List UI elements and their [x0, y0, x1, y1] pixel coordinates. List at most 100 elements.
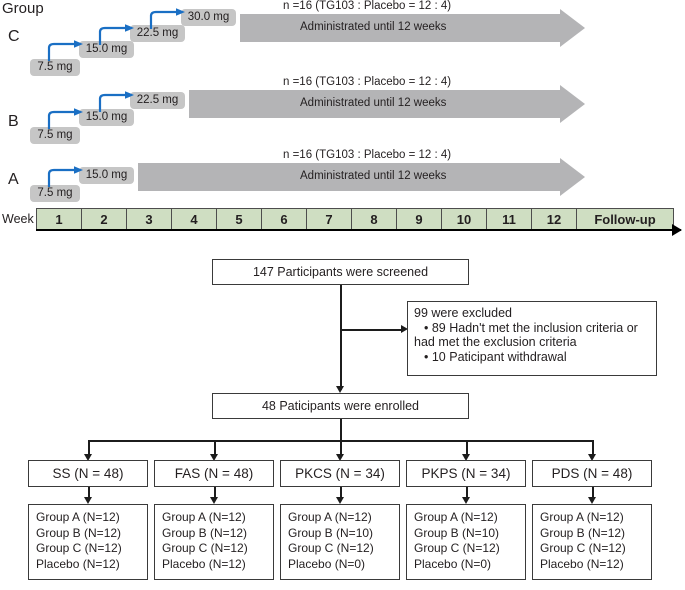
dose-chip-b-1: 7.5 mg — [30, 127, 80, 144]
detail-row: Placebo (N=0) — [288, 556, 366, 571]
arrowhead-pop-5 — [588, 454, 596, 461]
connector-detail-2 — [214, 487, 216, 499]
detail-box-pkps: Group A (N=12) Group B (N=10) Group C (N… — [406, 504, 526, 580]
maintenance-arrow-a — [138, 158, 585, 196]
connector-screened-to-enrolled — [340, 285, 342, 390]
connector-drop-4 — [466, 440, 468, 457]
detail-row: Placebo (N=12) — [36, 556, 120, 571]
connector-detail-3 — [340, 487, 342, 499]
detail-row: Group C (N=12) — [36, 541, 122, 555]
detail-box-pds: Group A (N=12) Group B (N=12) Group C (N… — [532, 504, 652, 580]
connector-drop-2 — [214, 440, 216, 457]
arrowhead-excluded — [401, 325, 408, 333]
detail-row: Group B (N=10) — [414, 525, 500, 540]
dose-chip-c-1: 7.5 mg — [30, 59, 80, 76]
connector-detail-5 — [592, 487, 594, 499]
excluded-reason-1-cont: had met the exclusion criteria — [414, 335, 577, 349]
excluded-reason-2: • 10 Paticipant withdrawal — [424, 349, 567, 364]
detail-row: Group A (N=12) — [162, 510, 246, 524]
arm-c-maintenance-text: Administrated until 12 weeks — [300, 21, 447, 33]
detail-row: Group A (N=12) — [414, 510, 498, 524]
connector-detail-1 — [88, 487, 90, 499]
escalation-arrow-c-2 — [98, 24, 134, 45]
detail-row: Group B (N=12) — [540, 525, 626, 540]
detail-row: Group B (N=12) — [36, 525, 122, 540]
dose-chip-a-2: 15.0 mg — [79, 167, 134, 184]
screened-box: 147 Participants were screened — [212, 259, 469, 285]
week-cell-11: 11 — [486, 208, 531, 230]
arm-b-n-text: n =16 (TG103 : Placebo = 12 : 4) — [283, 76, 452, 88]
maintenance-arrow-b — [189, 85, 585, 123]
excluded-reason-1: • 89 Hadn't met the inclusion criteria o… — [424, 320, 638, 335]
arm-letter-a: A — [8, 171, 19, 188]
week-cell-follow-up: Follow-up — [576, 208, 674, 230]
week-cell-4: 4 — [171, 208, 216, 230]
connector-enrolled-down — [340, 419, 342, 441]
group-header-label: Group — [2, 0, 44, 17]
detail-row: Placebo (N=12) — [162, 556, 246, 571]
connector-detail-4 — [466, 487, 468, 499]
week-cell-6: 6 — [261, 208, 306, 230]
week-cell-5: 5 — [216, 208, 261, 230]
dose-chip-a-1: 7.5 mg — [30, 185, 80, 202]
detail-row: Group C (N=12) — [540, 541, 626, 555]
arm-a-maintenance-text: Administrated until 12 weeks — [300, 170, 447, 182]
escalation-arrow-a-1 — [47, 166, 83, 187]
connector-drop-3 — [340, 440, 342, 457]
maintenance-arrow-c — [240, 9, 585, 47]
timeline-axis-arrowhead — [672, 224, 682, 236]
arm-letter-b: B — [8, 113, 19, 130]
detail-row: Group C (N=12) — [288, 541, 374, 555]
week-cell-3: 3 — [126, 208, 171, 230]
dosing-schedule-panel: Group C 7.5 mg 15.0 mg 22.5 mg 30.0 mg n… — [0, 0, 685, 245]
arrowhead-detail-3 — [336, 497, 344, 504]
arrowhead-enrolled — [336, 386, 344, 393]
week-cell-8: 8 — [351, 208, 396, 230]
excluded-title: 99 were excluded — [414, 306, 512, 320]
detail-row: Group A (N=12) — [288, 510, 372, 524]
excluded-box: 99 were excluded • 89 Hadn't met the inc… — [407, 301, 657, 376]
arm-b-maintenance-text: Administrated until 12 weeks — [300, 97, 447, 109]
detail-box-ss: Group A (N=12) Group B (N=12) Group C (N… — [28, 504, 148, 580]
detail-box-fas: Group A (N=12) Group B (N=12) Group C (N… — [154, 504, 274, 580]
dose-chip-c-4: 30.0 mg — [181, 9, 236, 26]
detail-row: Group A (N=12) — [36, 510, 120, 524]
arrowhead-detail-5 — [588, 497, 596, 504]
week-axis-label: Week — [2, 212, 34, 226]
detail-row: Group C (N=12) — [414, 541, 500, 555]
arrowhead-detail-2 — [210, 497, 218, 504]
arm-letter-c: C — [8, 28, 20, 45]
population-box-ss: SS (N = 48) — [28, 460, 148, 487]
arrowhead-pop-3 — [336, 454, 344, 461]
detail-row: Group B (N=10) — [288, 525, 374, 540]
week-cell-12: 12 — [531, 208, 576, 230]
connector-drop-1 — [88, 440, 90, 457]
week-cell-2: 2 — [81, 208, 126, 230]
population-box-pkcs: PKCS (N = 34) — [280, 460, 400, 487]
week-cell-10: 10 — [441, 208, 486, 230]
connector-drop-5 — [592, 440, 594, 457]
population-box-pkps: PKPS (N = 34) — [406, 460, 526, 487]
detail-row: Group C (N=12) — [162, 541, 248, 555]
arrowhead-detail-1 — [84, 497, 92, 504]
detail-row: Placebo (N=0) — [414, 556, 492, 571]
detail-row: Group A (N=12) — [540, 510, 624, 524]
arm-c-n-text: n =16 (TG103 : Placebo = 12 : 4) — [283, 0, 452, 12]
detail-row: Placebo (N=12) — [540, 556, 624, 571]
dose-chip-c-2: 15.0 mg — [79, 41, 134, 58]
dose-chip-c-3: 22.5 mg — [130, 25, 185, 42]
week-cell-1: 1 — [36, 208, 81, 230]
escalation-arrow-b-1 — [47, 108, 83, 129]
connector-to-excluded — [340, 329, 404, 331]
arrowhead-pop-2 — [210, 454, 218, 461]
dose-chip-b-2: 15.0 mg — [79, 109, 134, 126]
arrowhead-detail-4 — [462, 497, 470, 504]
detail-row: Group B (N=12) — [162, 525, 248, 540]
detail-box-pkcs: Group A (N=12) Group B (N=10) Group C (N… — [280, 504, 400, 580]
escalation-arrow-b-2 — [98, 91, 134, 112]
enrolled-box: 48 Paticipants were enrolled — [212, 393, 469, 419]
population-box-pds: PDS (N = 48) — [532, 460, 652, 487]
week-cell-9: 9 — [396, 208, 441, 230]
escalation-arrow-c-3 — [149, 8, 185, 29]
